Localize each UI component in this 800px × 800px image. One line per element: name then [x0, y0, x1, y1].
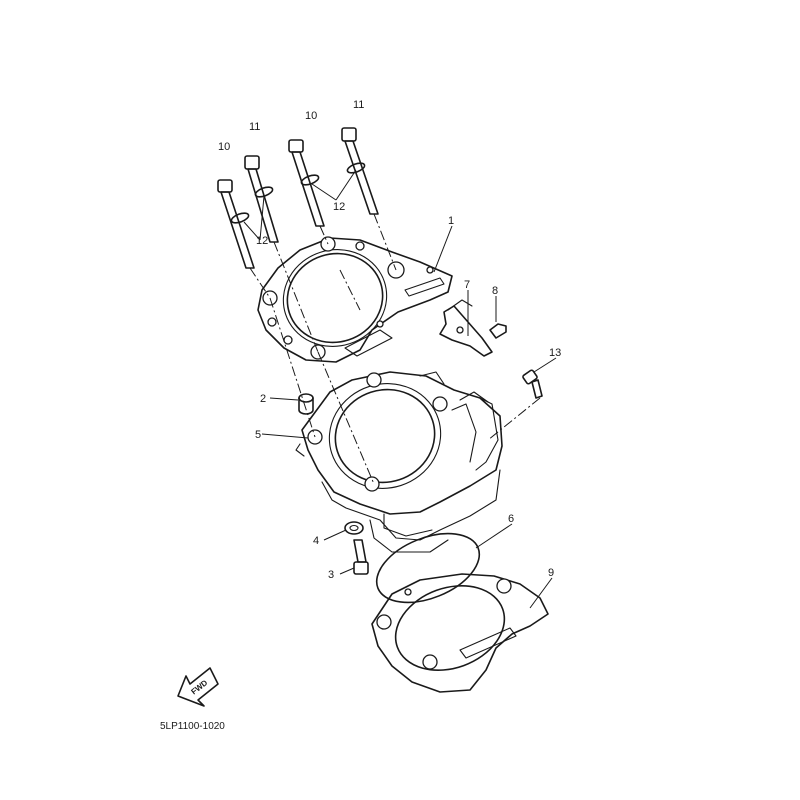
callout-1: 1	[448, 215, 454, 227]
callout-7: 7	[464, 279, 470, 291]
bolt-10b	[288, 139, 325, 227]
callout-2: 2	[260, 393, 266, 405]
bracket	[439, 299, 493, 357]
diagram-code: 5LP1100-1020	[160, 721, 225, 732]
callout-labels: 1 2 5 4 3 6 7 8 9 10 10 11 11 12 12 13	[218, 99, 561, 581]
washer	[344, 521, 364, 535]
base-gasket	[371, 573, 549, 693]
callout-11b: 11	[353, 99, 364, 111]
callout-12a: 12	[256, 235, 268, 247]
callout-13: 13	[549, 347, 561, 359]
callout-5: 5	[255, 429, 261, 441]
leader-lines	[243, 169, 557, 609]
o-ring	[375, 532, 481, 604]
callout-8: 8	[492, 285, 498, 297]
callout-3: 3	[328, 569, 334, 581]
screw-8	[489, 323, 507, 339]
callout-4: 4	[313, 535, 319, 547]
bolt-10a	[217, 179, 255, 269]
callout-10a: 10	[218, 141, 230, 153]
bolt-11a	[244, 155, 279, 243]
bottom-bolt	[353, 539, 369, 575]
fwd-arrow-icon: FWD	[177, 667, 219, 707]
callout-11a: 11	[249, 121, 260, 133]
dowel-pin	[298, 393, 314, 415]
callout-10b: 10	[305, 110, 317, 122]
cylinder-block	[295, 371, 503, 553]
callout-6: 6	[508, 513, 514, 525]
bolt-13	[487, 369, 543, 441]
bolt-11b	[341, 127, 379, 215]
callout-12b: 12	[333, 201, 345, 213]
callout-9: 9	[548, 567, 554, 579]
